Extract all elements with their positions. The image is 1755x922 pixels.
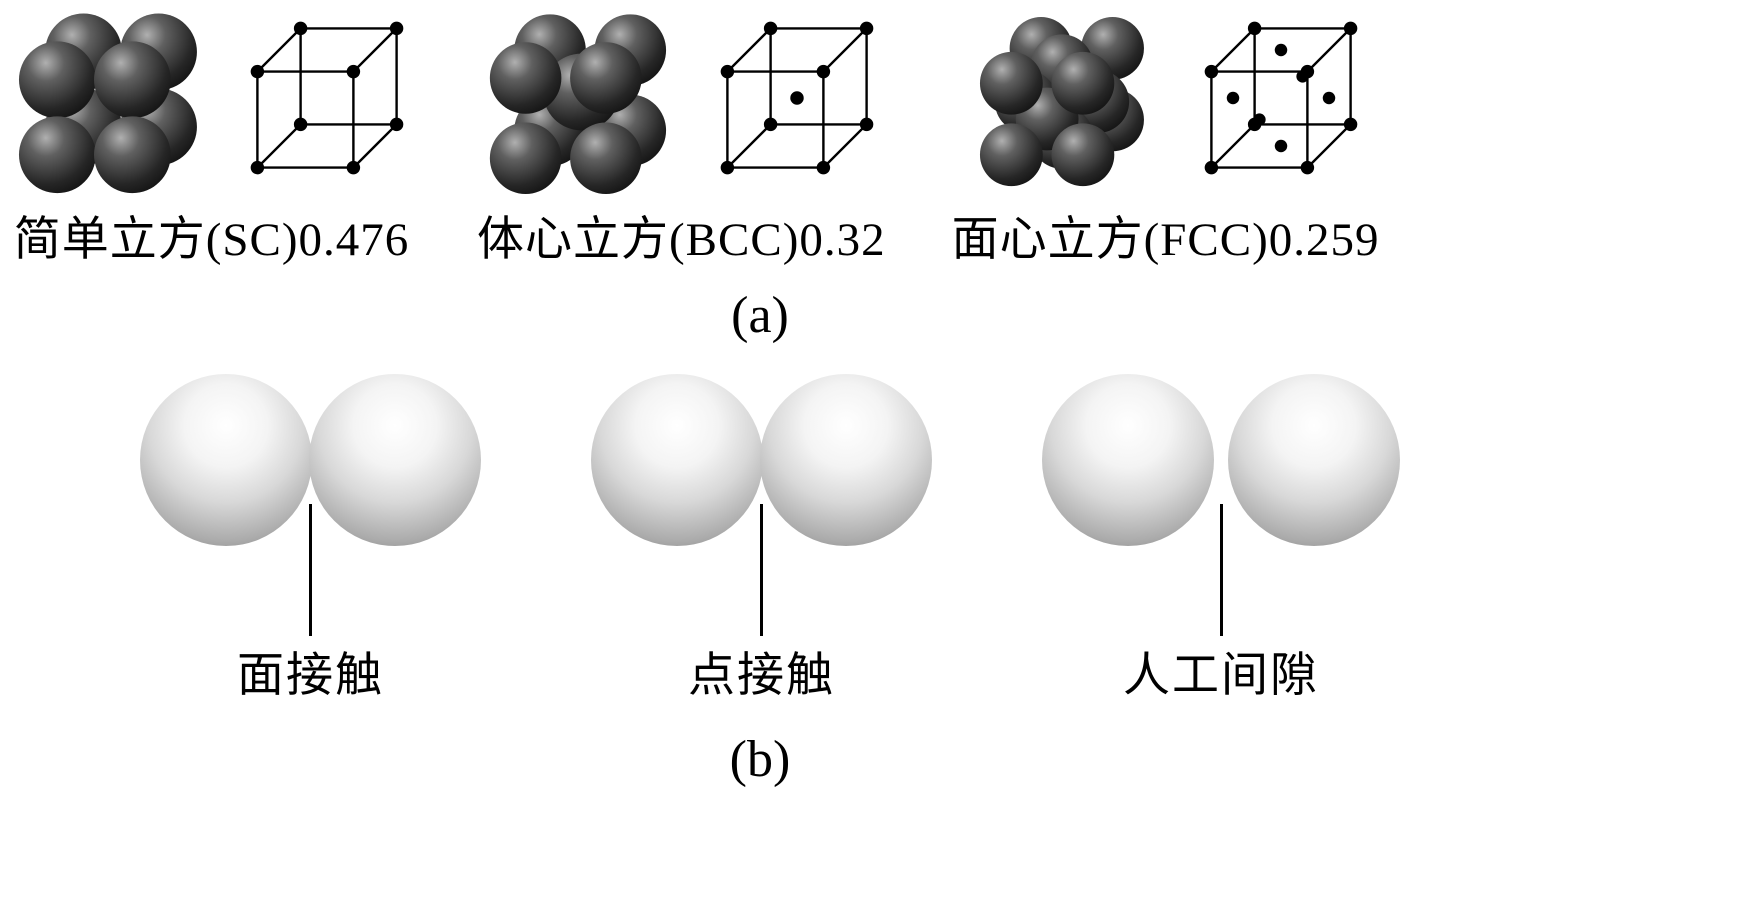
sphere-pair-point-contact: [591, 374, 932, 546]
structure-face-centered-cubic: 面心立方(FCC)0.259: [952, 8, 1380, 270]
structure-label-sc: 简单立方(SC)0.476: [13, 214, 410, 266]
contact-gap: 人工间隙: [1042, 374, 1400, 706]
structure-label-fcc: 面心立方(FCC)0.259: [951, 214, 1380, 266]
caption-a: (a): [731, 287, 789, 344]
structure-simple-cubic: 简单立方(SC)0.476: [12, 8, 411, 270]
contact-label-gap: 人工间隙: [1123, 650, 1319, 702]
contact-label-face: 面接触: [237, 650, 384, 702]
structure-label-bcc: 体心立方(BCC)0.32: [477, 214, 886, 266]
sphere-pair-face-contact: [140, 374, 481, 546]
sphere-left: [591, 374, 763, 546]
figures-sc: [12, 8, 411, 196]
unit-cell-bcc-diagram: [720, 21, 874, 175]
sphere-cluster-fcc-illustration: [980, 16, 1145, 187]
structure-body-centered-cubic: 体心立方(BCC)0.32: [477, 8, 886, 270]
figures-fcc: [966, 8, 1365, 196]
leader-line: [309, 504, 312, 636]
face-center-atoms: [1226, 43, 1336, 153]
corner-atoms: [250, 21, 404, 175]
sphere-cluster-bcc-illustration: [489, 14, 666, 195]
sphere-right: [309, 374, 481, 546]
sphere-right: [760, 374, 932, 546]
corner-atoms: [720, 21, 874, 175]
leader-line: [760, 504, 763, 636]
caption-b: (b): [729, 731, 791, 788]
section-sphere-contacts: 面接触 点接触 人工间隙: [0, 374, 1755, 706]
leader-line: [1219, 504, 1223, 636]
unit-cell-sc-diagram: [250, 21, 404, 175]
sphere-left: [140, 374, 312, 546]
sphere-left: [1042, 374, 1214, 546]
unit-cell-fcc-diagram: [1204, 21, 1358, 175]
section-crystal-structures: 简单立方(SC)0.476: [0, 0, 1755, 270]
body-center-atom: [790, 91, 804, 105]
sphere-right: [1228, 374, 1400, 546]
sphere-cluster-sc-illustration: [18, 13, 197, 194]
figures-bcc: [482, 8, 881, 196]
sphere-pair-artificial-gap: [1042, 374, 1400, 546]
contact-label-point: 点接触: [688, 650, 835, 702]
contact-point: 点接触: [591, 374, 932, 706]
contact-face: 面接触: [140, 374, 481, 706]
